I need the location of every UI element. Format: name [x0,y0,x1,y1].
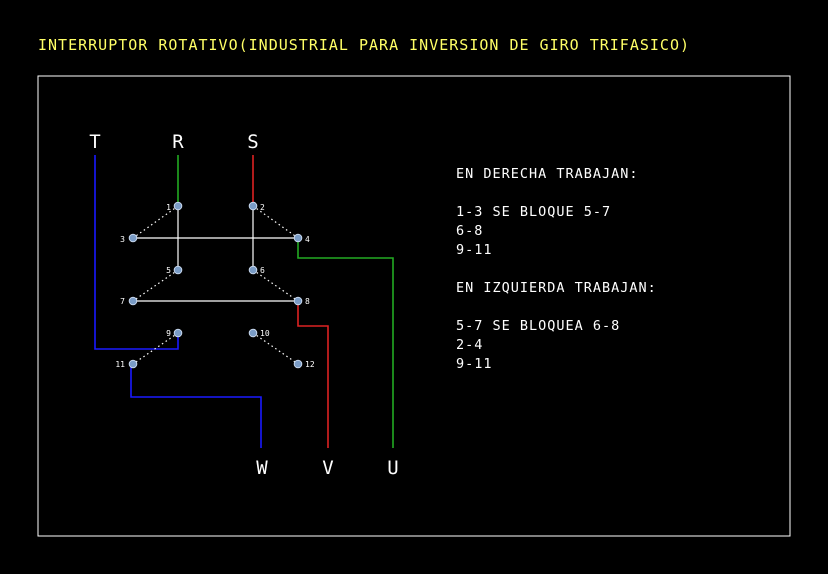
notes-left-line: 9-11 [456,356,493,372]
contact-1-3 [132,205,179,239]
drawing-frame [37,75,791,537]
terminal-7 [128,296,138,306]
contact-5-7 [132,269,179,302]
output-label-w: W [256,457,268,479]
notes-right-line: 6-8 [456,223,483,239]
wire-v-red [297,301,329,448]
notes-right-line: 1-3 SE BLOQUE 5-7 [456,204,611,220]
terminal-9 [173,328,183,338]
terminal-number-9: 9 [166,329,171,338]
contact-6-8 [252,269,299,302]
contact-2-4 [252,205,299,239]
terminal-number-1: 1 [166,203,171,212]
terminal-number-2: 2 [260,203,265,212]
notes-left-line: 2-4 [456,337,483,353]
notes-right-heading: EN DERECHA TRABAJAN: [456,166,639,182]
wire-w-blue [130,364,262,448]
terminal-number-12: 12 [305,360,315,369]
output-label-v: V [322,457,333,479]
terminal-10 [248,328,258,338]
terminal-number-10: 10 [260,329,270,338]
terminal-1 [173,201,183,211]
terminal-3 [128,233,138,243]
terminal-11 [128,359,138,369]
notes-left-line: 5-7 SE BLOQUEA 6-8 [456,318,620,334]
notes-right-line: 9-11 [456,242,493,258]
terminal-5 [173,265,183,275]
terminal-number-5: 5 [166,266,171,275]
terminal-2 [248,201,258,211]
contact-9-11 [132,332,179,365]
phase-label-s: S [247,131,258,153]
operation-notes: EN DERECHA TRABAJAN: 1-3 SE BLOQUE 5-7 6… [456,166,657,372]
terminal-number-7: 7 [120,297,125,306]
terminal-number-6: 6 [260,266,265,275]
terminal-number-11: 11 [115,360,125,369]
wire-t-blue [94,155,179,350]
output-label-u: U [387,457,398,479]
contact-10-12 [252,332,299,365]
drawing-title: INTERRUPTOR ROTATIVO(INDUSTRIAL PARA INV… [38,36,690,54]
terminal-4 [293,233,303,243]
phase-label-t: T [89,131,100,153]
terminal-number-4: 4 [305,235,310,244]
terminal-number-8: 8 [305,297,310,306]
terminal-number-3: 3 [120,235,125,244]
terminal-12 [293,359,303,369]
terminal-6 [248,265,258,275]
phase-label-r: R [172,131,184,153]
wire-u-green [297,238,394,448]
terminal-8 [293,296,303,306]
notes-left-heading: EN IZQUIERDA TRABAJAN: [456,280,657,296]
